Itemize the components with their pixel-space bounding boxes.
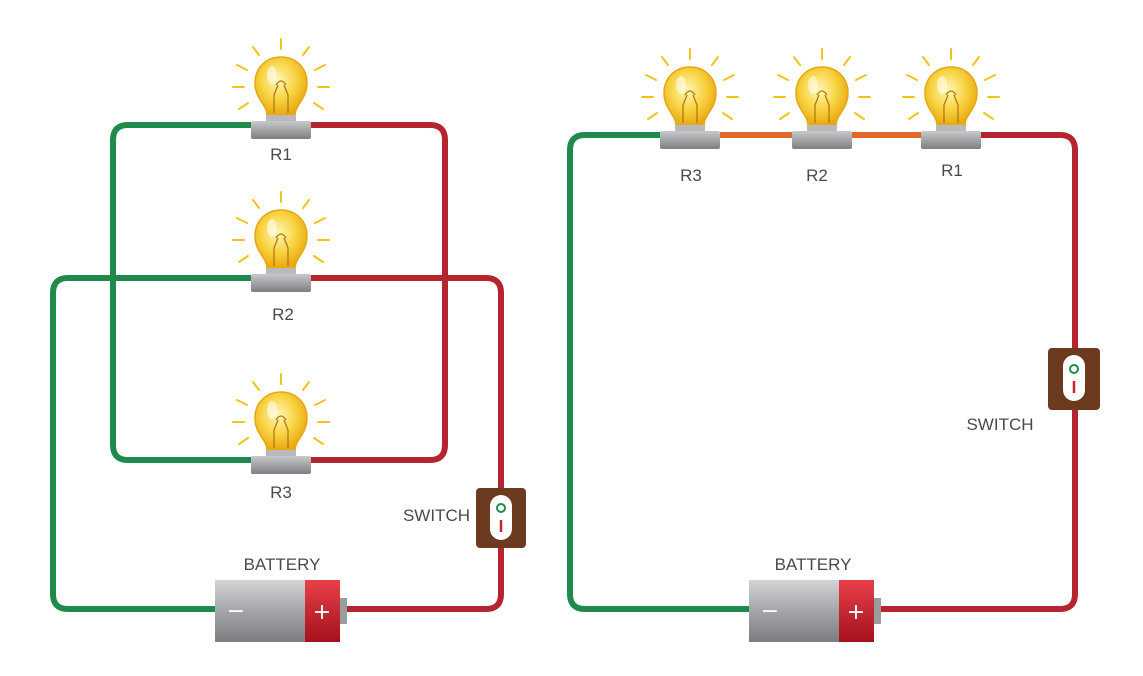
series-circuit: R3 R2 R1 SWITCH − + BATTERY	[567, 47, 1100, 642]
wire-positive	[880, 132, 1078, 612]
wire-negative	[567, 132, 749, 612]
battery-positive-sign: +	[313, 600, 331, 625]
switch-toggle[interactable]	[476, 488, 526, 548]
bulb-label-r2: R2	[806, 166, 828, 185]
bulb-label-r1: R1	[941, 161, 963, 180]
bulb-label-r3: R3	[270, 483, 292, 502]
battery-label: BATTERY	[775, 555, 852, 574]
bulb-label-r1: R1	[270, 145, 292, 164]
battery-negative-sign: −	[761, 599, 779, 624]
switch-label: SWITCH	[966, 415, 1033, 434]
battery-negative-sign: −	[227, 599, 245, 624]
wire-positive-outer	[310, 275, 504, 612]
wire-positive-inner	[310, 122, 448, 463]
battery-label: BATTERY	[244, 555, 321, 574]
bulb-label-r2: R2	[272, 305, 294, 324]
battery-positive-sign: +	[847, 600, 865, 625]
switch-toggle[interactable]	[1048, 348, 1100, 410]
bulb-label-r3: R3	[680, 166, 702, 185]
wire-negative-inner	[110, 122, 252, 463]
parallel-circuit: R1 R2 R3 SWITCH − + BATTERY	[50, 37, 526, 642]
battery: − +	[215, 580, 347, 642]
battery: − +	[749, 580, 881, 642]
switch-label: SWITCH	[403, 506, 470, 525]
wire-negative-outer	[50, 275, 252, 612]
